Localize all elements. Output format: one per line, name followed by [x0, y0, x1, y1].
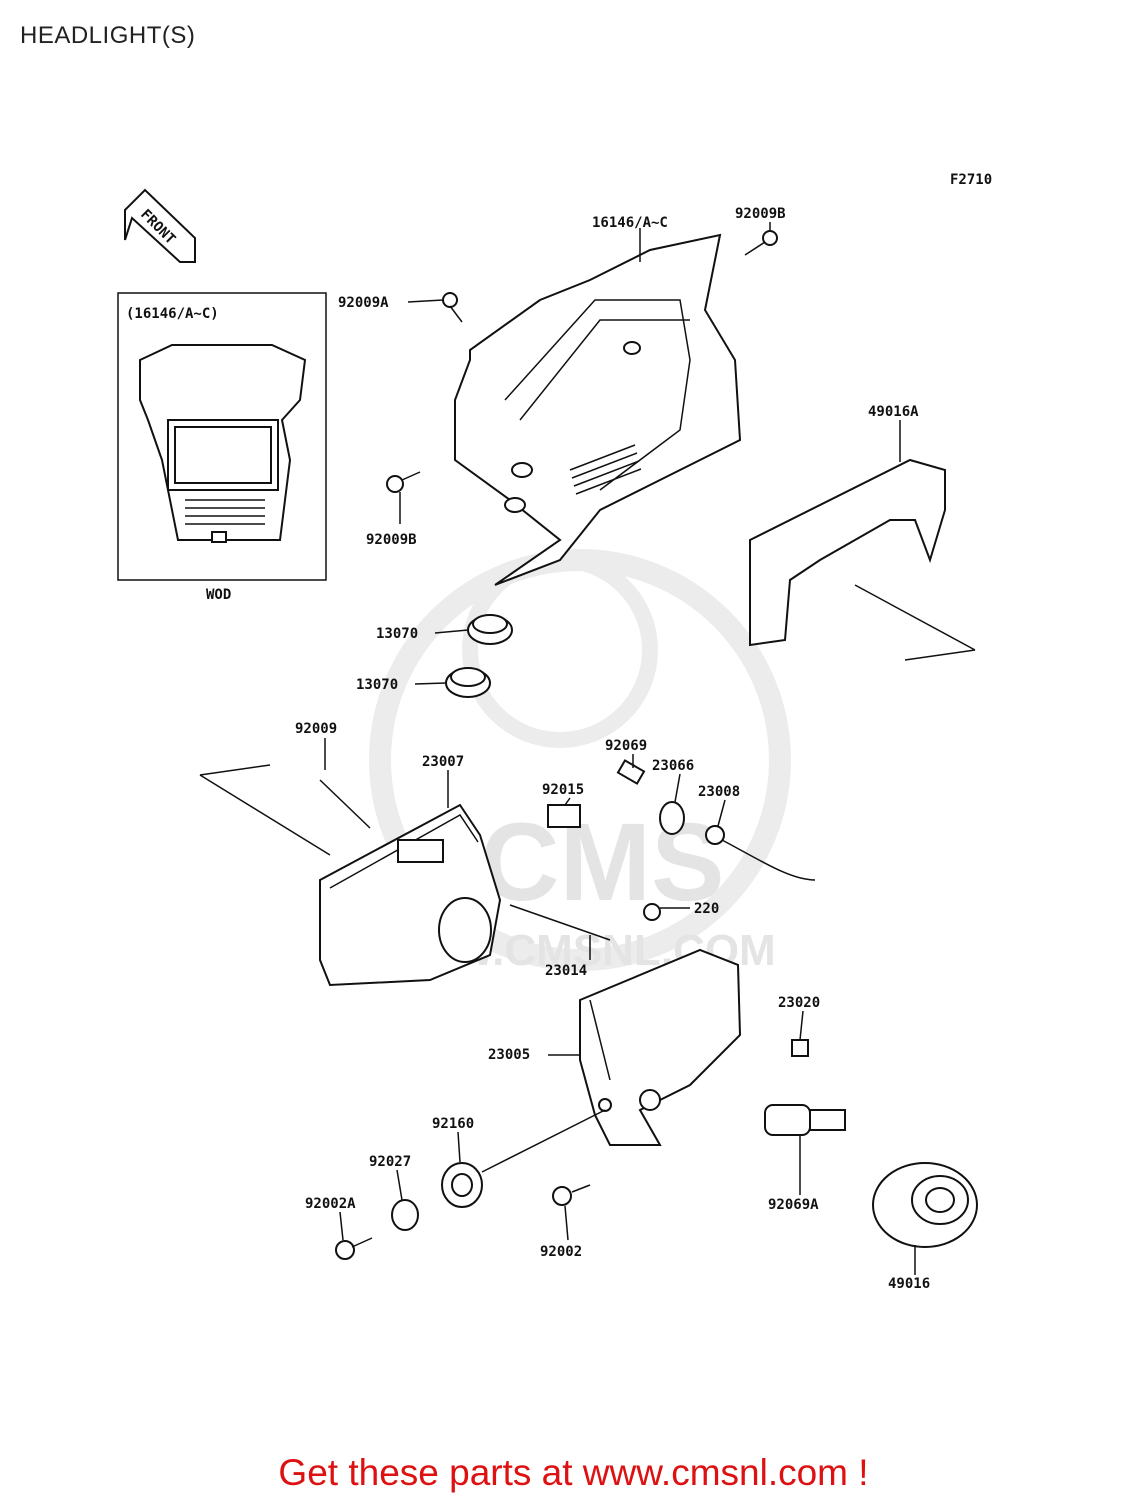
grommet-23066-icon	[659, 801, 685, 835]
screw-92009b-left-icon	[386, 471, 421, 493]
screw-220-icon	[643, 903, 661, 921]
bracket-92015-icon	[547, 804, 581, 828]
part-label: 23066	[652, 758, 694, 774]
part-label: 23007	[422, 754, 464, 770]
bolt-92002-icon	[552, 1184, 591, 1206]
bulb-socket-92069-icon	[616, 759, 646, 785]
figure-code: F2710	[950, 172, 992, 188]
part-label: 92002	[540, 1244, 582, 1260]
inset-header: (16146/A~C)	[126, 306, 219, 322]
page-title: HEADLIGHT(S)	[20, 22, 196, 49]
part-label: 92009B	[735, 206, 786, 222]
leader-lines	[324, 222, 916, 1275]
collar-92027-icon	[391, 1199, 419, 1231]
bracket-23005-part	[579, 948, 742, 1146]
bolt-92002a-icon	[335, 1237, 373, 1260]
part-label: 92160	[432, 1116, 474, 1132]
part-label: 92002A	[305, 1196, 356, 1212]
screw-92009a-icon	[442, 292, 463, 323]
panel-49016a-part	[749, 458, 976, 661]
part-label: 49016A	[868, 404, 919, 420]
front-arrow-icon: FRONT	[124, 188, 196, 263]
inset-caption: WOD	[206, 587, 231, 603]
headlight-unit-part	[199, 764, 611, 987]
part-label: 13070	[376, 626, 418, 642]
inset-box: (16146/A~C)	[117, 292, 327, 581]
part-label: 92027	[369, 1154, 411, 1170]
part-label: 16146/A~C	[592, 215, 668, 231]
part-label: 13070	[356, 677, 398, 693]
parts-diagram: CMS WWW.CMSNL.COM F2710 FRONT (16146/A~C…	[117, 172, 992, 1292]
part-label: 23020	[778, 995, 820, 1011]
part-label: 23014	[545, 963, 587, 979]
grommet-13070-lower-icon	[445, 667, 491, 698]
part-label: 49016	[888, 1276, 930, 1292]
adjuster-23020-icon	[791, 1039, 809, 1057]
part-label: 92009	[295, 721, 337, 737]
part-label: 92069	[605, 738, 647, 754]
promo-link[interactable]: Get these parts at www.cmsnl.com !	[278, 1452, 869, 1493]
part-label: 220	[694, 901, 719, 917]
wire-23008-icon	[705, 825, 816, 881]
part-label: 23005	[488, 1047, 530, 1063]
part-label: 23008	[698, 784, 740, 800]
screw-92009b-top-icon	[744, 230, 778, 256]
part-label: 92009B	[366, 532, 417, 548]
part-label: 92009A	[338, 295, 389, 311]
grommet-92160-icon	[441, 1109, 606, 1208]
part-labels: 16146/A~C 92009B 92009A 92009B 49016A 13…	[295, 206, 930, 1292]
cowl-part	[454, 233, 742, 586]
part-label: 92015	[542, 782, 584, 798]
bulb-92069a-icon	[764, 1104, 846, 1136]
cover-49016-part	[872, 1162, 978, 1248]
part-label: 92069A	[768, 1197, 819, 1213]
grommet-13070-upper-icon	[467, 614, 513, 645]
watermark-brand: CMS	[480, 801, 724, 924]
